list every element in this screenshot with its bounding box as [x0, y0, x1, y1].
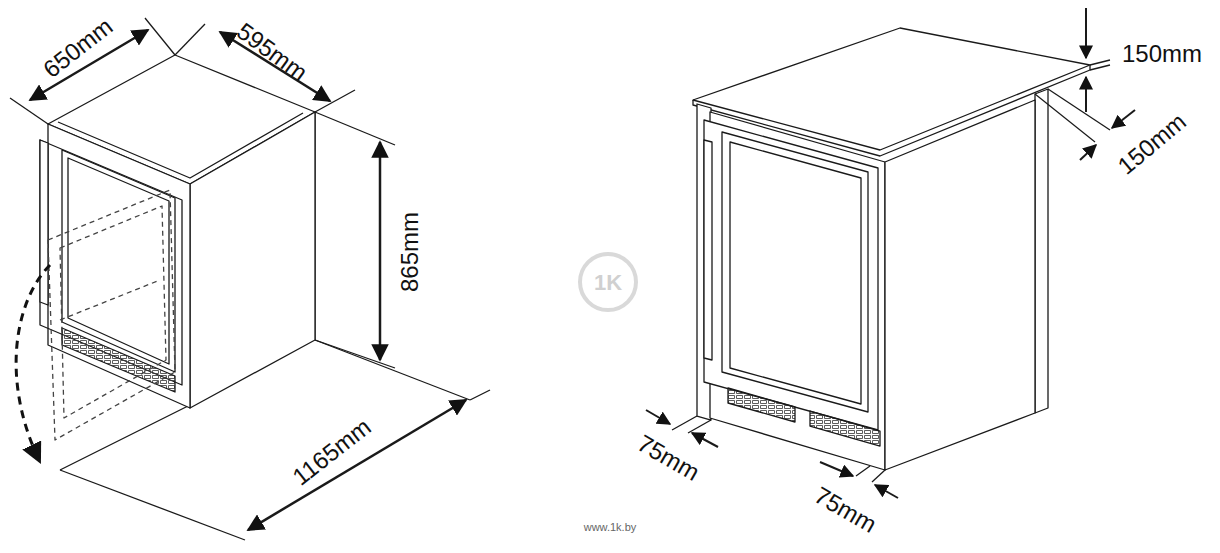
dimension-label: 150mm [1122, 42, 1202, 66]
watermark-url: www.1k.by [584, 522, 637, 533]
dimension-label: 1165mm [289, 414, 376, 489]
right-fridge [646, 8, 1135, 498]
dimension-label: 75mm [810, 483, 880, 537]
dimension-label: 595mm [233, 19, 312, 85]
watermark-logo [580, 254, 636, 310]
dimension-label: 75mm [633, 431, 703, 485]
dimension-label: 150mm [1114, 109, 1191, 179]
dimension-label: 865mm [398, 212, 422, 292]
watermark-logo-text: 1K [594, 272, 622, 294]
left-fridge [10, 18, 490, 540]
